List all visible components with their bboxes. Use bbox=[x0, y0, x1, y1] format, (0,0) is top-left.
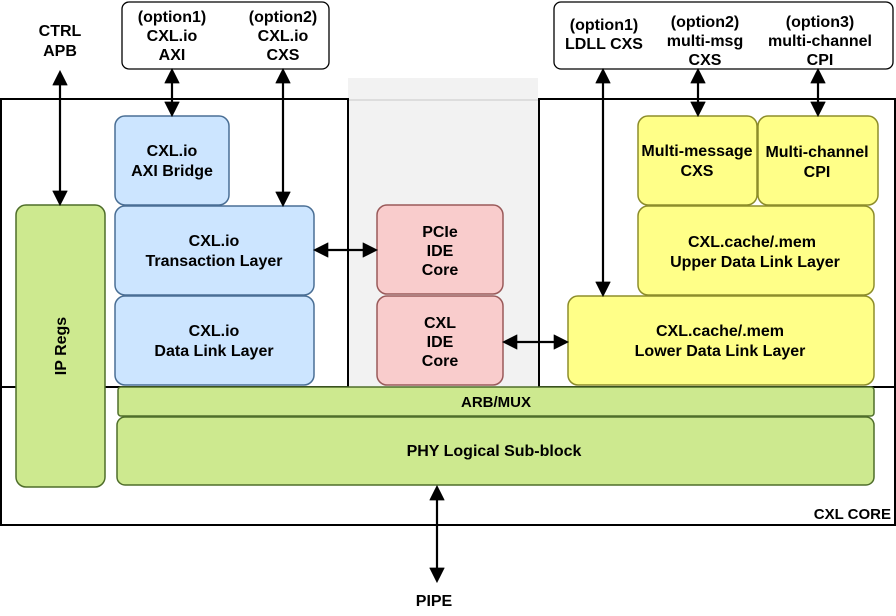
ldll-label-line2: Lower Data Link Layer bbox=[635, 343, 806, 360]
phy-logical-block bbox=[116, 416, 875, 486]
right-opt3-line1: (option3) bbox=[786, 14, 854, 31]
mc-cpi-label-line1: Multi-channel bbox=[765, 144, 868, 161]
left-opt1-line3: AXI bbox=[159, 47, 186, 64]
cxl-core-label: CXL CORE bbox=[814, 506, 891, 523]
right-opt3-line3: CPI bbox=[807, 52, 834, 69]
left-opt2-line1: (option2) bbox=[249, 9, 317, 26]
udll-label-line2: Upper Data Link Layer bbox=[670, 254, 840, 271]
right-opt2-line1: (option2) bbox=[671, 14, 739, 31]
axi-bridge-label-line1: CXL.io bbox=[147, 143, 198, 160]
cxl-ide-label-line2: IDE bbox=[427, 334, 454, 351]
mc-cpi-label-line2: CPI bbox=[804, 164, 831, 181]
multi-message-cxs-block bbox=[637, 115, 758, 206]
io-dll-label-line1: CXL.io bbox=[189, 323, 240, 340]
io-tl-label-line2: Transaction Layer bbox=[146, 253, 283, 270]
left-options-box bbox=[121, 1, 330, 70]
pcie-ide-label-line1: PCIe bbox=[422, 224, 458, 241]
left-opt2-line2: CXL.io bbox=[258, 28, 309, 45]
right-opt1-line1: (option1) bbox=[570, 17, 638, 34]
io-dll-label-line2: Data Link Layer bbox=[154, 343, 273, 360]
pcie-ide-label-line2: IDE bbox=[427, 243, 454, 260]
udll-label-line1: CXL.cache/.mem bbox=[688, 234, 816, 251]
pipe-label: PIPE bbox=[416, 593, 453, 610]
ctrl-apb-label-line1: CTRL bbox=[39, 23, 82, 40]
right-opt3-line2: multi-channel bbox=[768, 33, 872, 50]
ip-regs-label: IP Regs bbox=[53, 317, 70, 376]
left-opt1-line2: CXL.io bbox=[147, 28, 198, 45]
left-opt1-line1: (option1) bbox=[138, 9, 206, 26]
io-data-link-layer-block bbox=[114, 295, 315, 386]
lower-data-link-layer-block bbox=[567, 295, 875, 386]
mm-cxs-label-line2: CXS bbox=[681, 163, 714, 180]
io-tl-label-line1: CXL.io bbox=[189, 233, 240, 250]
mm-cxs-label-line1: Multi-message bbox=[641, 143, 752, 160]
cxl-ide-label-line3: Core bbox=[422, 353, 459, 370]
arb-mux-block bbox=[117, 386, 875, 417]
pcie-ide-label-line3: Core bbox=[422, 262, 459, 279]
ctrl-apb-label-line2: APB bbox=[43, 43, 77, 60]
left-opt2-line3: CXS bbox=[267, 47, 300, 64]
cxl-ide-label-line1: CXL bbox=[424, 315, 456, 332]
axi-bridge-block bbox=[114, 115, 230, 206]
io-transaction-layer-block bbox=[114, 205, 315, 296]
axi-bridge-label-line2: AXI Bridge bbox=[131, 163, 213, 180]
arb-mux-label: ARB/MUX bbox=[461, 394, 531, 411]
ldll-label-line1: CXL.cache/.mem bbox=[656, 323, 784, 340]
right-opt2-line3: CXS bbox=[689, 52, 722, 69]
upper-data-link-layer-block bbox=[637, 205, 875, 296]
right-opt2-line2: multi-msg bbox=[667, 33, 743, 50]
right-opt1-line2: LDLL CXS bbox=[565, 36, 643, 53]
right-options-box bbox=[553, 1, 894, 70]
phy-label: PHY Logical Sub-block bbox=[407, 443, 582, 460]
